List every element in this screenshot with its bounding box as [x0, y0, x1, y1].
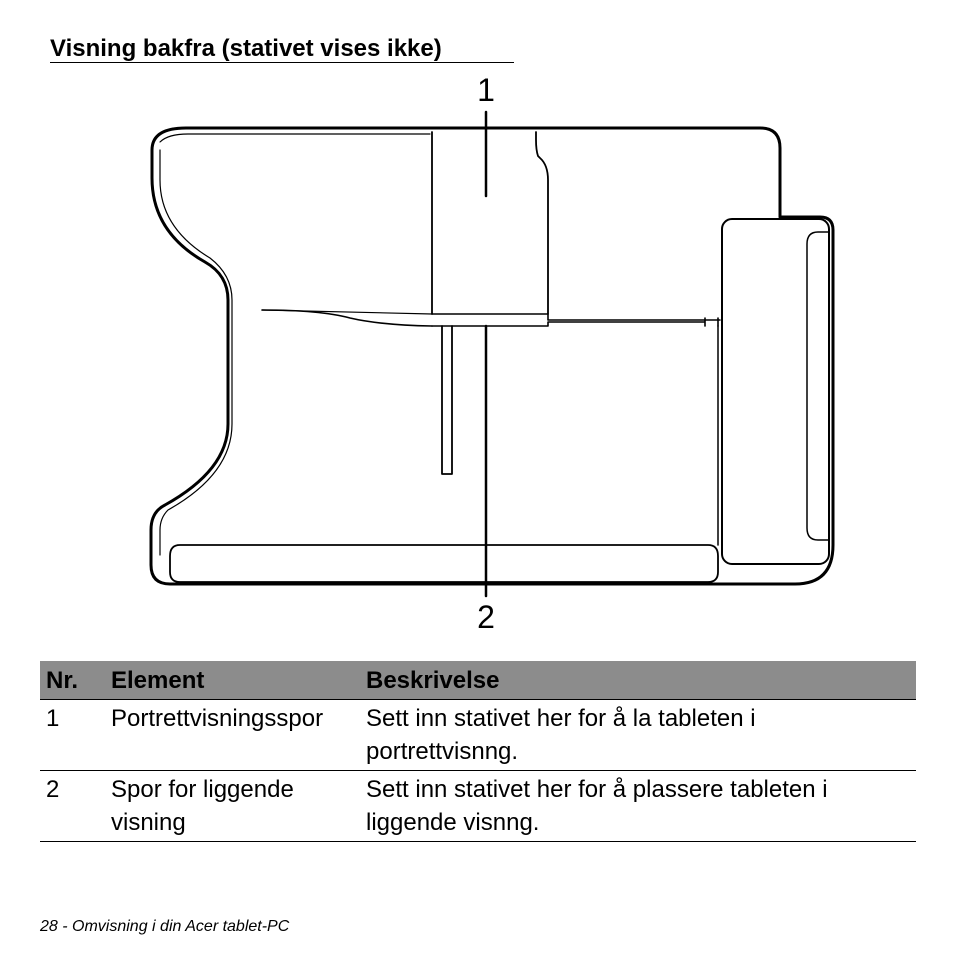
- header-description: Beskrivelse: [360, 661, 916, 700]
- side-module-edge: [806, 231, 830, 541]
- stand-guide: [441, 325, 453, 475]
- tablet-rear-diagram: 1 2: [149, 72, 835, 635]
- element-table: Nr. Element Beskrivelse 1 Portrettvisnin…: [40, 661, 916, 842]
- table-header-row: Nr. Element Beskrivelse: [40, 661, 916, 700]
- callout-2-label: 2: [477, 599, 495, 635]
- header-nr: Nr.: [40, 661, 105, 700]
- side-module: [721, 218, 830, 565]
- tablet-body-outline: [149, 126, 835, 586]
- tablet-bevel-line: [159, 133, 431, 556]
- slot-wedge-top: [261, 309, 433, 315]
- table-row: 2 Spor for liggende visning Sett inn sta…: [40, 770, 916, 842]
- row-description: Sett inn stativet her for å la tableten …: [360, 699, 916, 771]
- row-element: Portrettvisningsspor: [105, 699, 360, 771]
- title-underline: [50, 62, 514, 63]
- row-element: Spor for liggende visning: [105, 770, 360, 842]
- section-title: Visning bakfra (stativet vises ikke): [50, 35, 442, 62]
- table-row: 1 Portrettvisningsspor Sett inn stativet…: [40, 699, 916, 771]
- page-footer: 28 - Omvisning i din Acer tablet-PC: [40, 918, 290, 935]
- row-nr: 2: [40, 770, 105, 842]
- row-description: Sett inn stativet her for å plassere tab…: [360, 770, 916, 842]
- landscape-slot: [431, 313, 721, 327]
- row-nr: 1: [40, 699, 105, 771]
- bottom-strip: [169, 544, 719, 583]
- portrait-slot: [431, 131, 549, 315]
- header-element: Element: [105, 661, 360, 700]
- callout-1-label: 1: [477, 72, 495, 108]
